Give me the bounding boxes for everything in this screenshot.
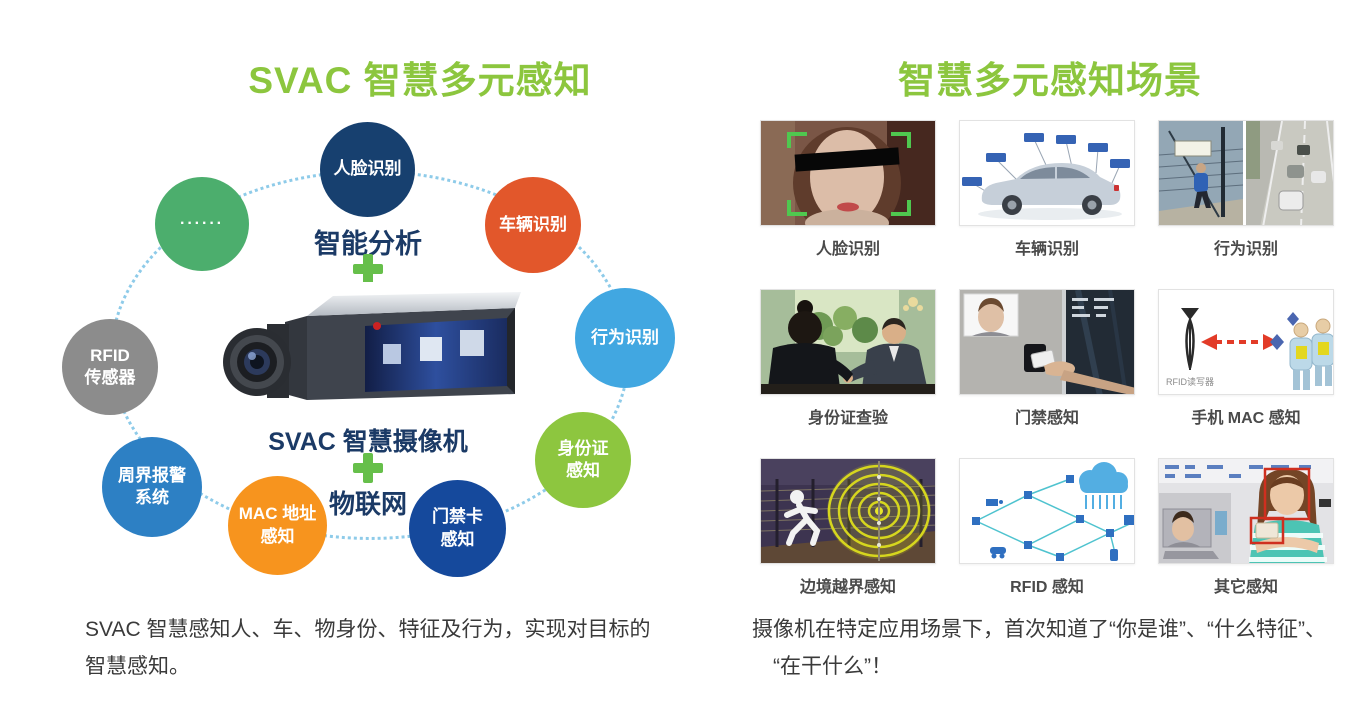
svac-camera-photo [215,282,525,410]
scene-image-border-crossing [761,459,935,563]
bubble-id-card-sensing: 身份证 感知 [535,412,631,508]
scene-thumbnail [959,120,1135,226]
scene-thumbnail [760,289,936,395]
iot-label: 物联网 [328,489,407,519]
scene-caption: 身份证查验 [807,410,888,427]
scene-caption: 其它感知 [1213,579,1278,596]
scene-caption: 人脸识别 [815,241,880,258]
scene-caption: 手机 MAC 感知 [1191,410,1301,427]
scene-caption: 行为识别 [1213,241,1278,258]
scene-thumbnail [959,289,1135,395]
plus-icon [353,254,383,284]
scene-cell-phone-mac: RFID读写器 [1158,289,1334,428]
bubble-vehicle-recognition: 车辆识别 [485,177,581,273]
scene-image-id-check [761,290,935,394]
scene-caption: 边境越界感知 [799,579,896,596]
scene-image-other-sensing [1159,459,1333,563]
scene-thumbnail [1158,120,1334,226]
scene-cell-other-sensing: 其它感知 [1158,458,1334,597]
scene-cell-id-check: 身份证查验 [760,289,936,428]
face-frame-icon [787,132,911,216]
bubble-rfid-sensor: RFID 传感器 [62,319,158,415]
scene-cell-border-crossing: 边境越界感知 [760,458,936,597]
scene-grid: 人脸识别 [760,120,1334,597]
scene-cell-vehicle-recognition: 车辆识别 [959,120,1135,259]
scene-image-face-recognition [761,121,935,225]
right-caption: 摄像机在特定应用场景下，首次知道了“你是谁”、“什么特征”、 “在干什么”！ [752,618,1326,678]
scene-caption: RFID 感知 [1010,579,1084,596]
scene-cell-access-control: 门禁感知 [959,289,1135,428]
antenna-icon [1181,308,1199,320]
scene-thumbnail: RFID读写器 [1158,289,1334,395]
bubble-more: ······ [155,177,249,271]
scene-image-rfid-network [960,459,1134,563]
scene-caption: 车辆识别 [1014,241,1079,258]
scene-image-phone-mac: RFID读写器 [1159,290,1333,394]
scene-image-vehicle-recognition [960,121,1134,225]
scene-thumbnail [760,458,936,564]
bubble-face-recognition: 人脸识别 [320,122,415,217]
scene-image-behavior-recognition [1159,121,1333,225]
bubble-perimeter-alarm: 周界报警 系统 [102,437,202,537]
detection-box-icon [1263,467,1311,521]
detection-box-icon [1249,516,1285,545]
bubble-behavior-recognition: 行为识别 [575,288,675,388]
camera-label: SVAC 智慧摄像机 [268,428,468,456]
scene-thumbnail [959,458,1135,564]
scene-cell-behavior-recognition: 行为识别 [1158,120,1334,259]
scene-image-access-control [960,290,1134,394]
bubble-door-card-sensing: 门禁卡 感知 [409,480,506,577]
bubble-mac-address-sensing: MAC 地址 感知 [228,476,327,575]
runner-figure [790,490,804,504]
vehicle-feature-labels [962,133,1130,186]
camera-illustration [223,292,521,400]
plus-icon [353,453,383,483]
scene-cell-face-recognition: 人脸识别 [760,120,936,259]
left-caption: SVAC 智慧感知人、车、物身份、特征及行为，实现对目标的 智慧感知。 [85,618,651,678]
scene-thumbnail [1158,458,1334,564]
cloud-icon [1079,462,1128,493]
scene-caption: 门禁感知 [1014,410,1079,427]
scene-thumbnail [760,120,936,226]
scene-cell-rfid-network: RFID 感知 [959,458,1135,597]
left-panel-title: SVAC 智慧多元感知 [248,60,592,101]
right-panel-title: 智慧多元感知场景 [898,60,1202,101]
rfid-reader-label: RFID读写器 [1166,376,1214,387]
